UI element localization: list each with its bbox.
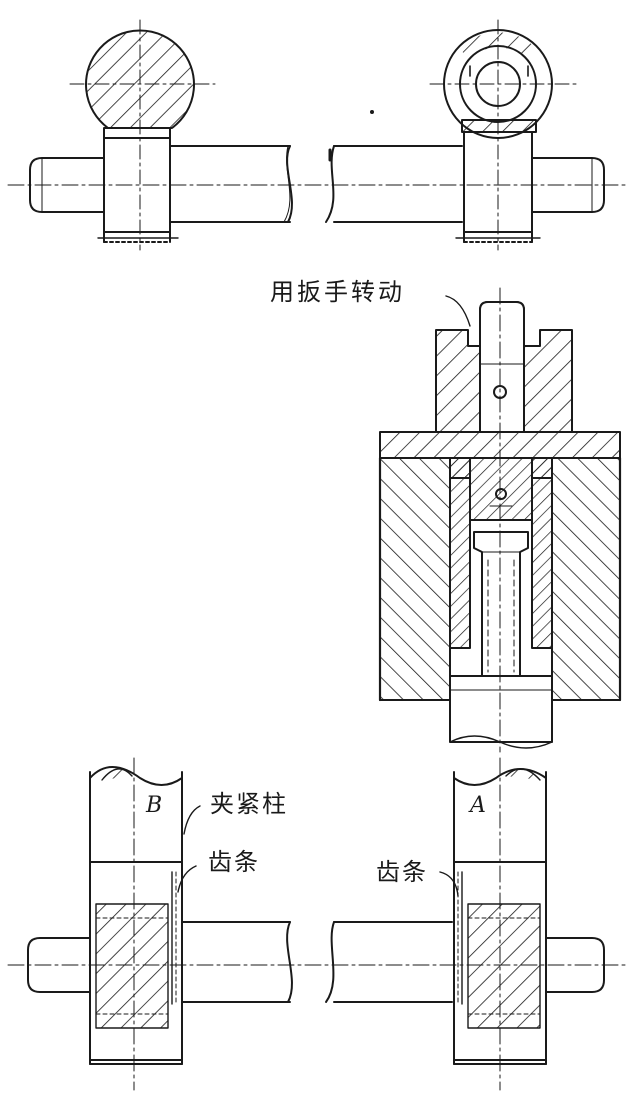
label-wrench-turn: 用扳手转动 <box>270 278 405 306</box>
wrench-knob <box>435 301 573 433</box>
clamp-column-leader <box>183 805 201 835</box>
bottom-shaft-left <box>181 921 293 1003</box>
middle-section-view <box>378 287 622 753</box>
label-letter-a: A <box>468 793 486 818</box>
left-clamp-block <box>97 127 179 243</box>
main-shaft-right <box>325 145 463 223</box>
right-clamp-block <box>455 131 541 243</box>
rack-right-leader <box>439 871 459 897</box>
main-shaft-left <box>169 145 293 223</box>
inner-sleeve <box>449 457 553 649</box>
body-block <box>378 456 622 702</box>
label-clamp-column: 夹紧柱 <box>210 790 288 818</box>
label-rack-right: 齿条 <box>376 858 428 886</box>
top-assembly-view <box>7 19 629 251</box>
wrench-leader-line <box>445 295 471 327</box>
bottom-shaft-right <box>325 921 453 1003</box>
screw-body <box>473 531 529 677</box>
rack-block-right <box>453 861 547 1061</box>
rack-block-left <box>89 861 183 1061</box>
lower-rod <box>449 675 553 749</box>
bottom-assembly-view <box>7 757 629 1091</box>
right-ring-section <box>429 19 581 251</box>
left-ball-section <box>69 19 216 251</box>
label-rack-left: 齿条 <box>208 848 260 876</box>
label-letter-b: B <box>145 793 162 818</box>
rack-left-leader <box>177 865 197 893</box>
